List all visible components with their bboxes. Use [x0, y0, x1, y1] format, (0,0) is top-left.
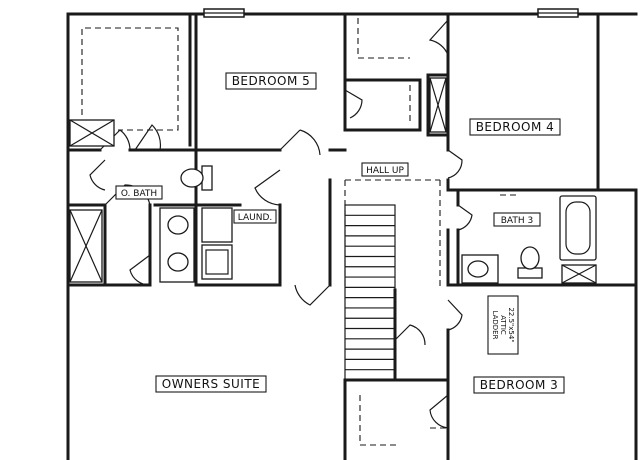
bath-3-label: BATH 3 [501, 216, 533, 226]
door-bedroom-3-closet [429, 394, 449, 429]
closet-door [344, 89, 363, 119]
sink [167, 215, 189, 235]
attic-ladder-size: 22.5"x54" [507, 307, 515, 342]
door-bedroom-5 [279, 129, 321, 156]
windows [203, 8, 579, 18]
owners-suite-label: OWNERS SUITE [162, 377, 261, 391]
attic-ladder-label: ATTIC [499, 315, 507, 335]
door-wc [89, 159, 106, 191]
bedroom-3-label: BEDROOM 3 [480, 378, 559, 392]
owners-bath-label: O. BATH [121, 189, 157, 199]
fixtures [69, 77, 597, 284]
door-owners-bath-b [134, 124, 162, 151]
door-linen [394, 324, 426, 346]
dryer [201, 207, 233, 243]
bath-3-label-box [493, 212, 541, 227]
bathtub [559, 195, 597, 261]
room-labels: BEDROOM 5 BEDROOM 4 BEDROOM 3 OWNERS SUI… [115, 72, 565, 394]
toilet-bowl [520, 246, 540, 270]
door-bedroom-4-closet [428, 19, 449, 56]
door-owners-bath-a [99, 129, 131, 151]
bedroom-5-label: BEDROOM 5 [232, 74, 311, 88]
sink [467, 260, 489, 278]
dashed-outlines [81, 18, 520, 446]
attic-ladder-type: LADDER [491, 311, 499, 340]
bedroom-5-label-box [225, 72, 317, 90]
door-owners-suite [294, 284, 331, 306]
bedroom-4-label-box [469, 118, 561, 136]
hall-label-box [361, 162, 409, 177]
laundry-label: LAUND. [238, 213, 273, 223]
washer [201, 244, 233, 280]
door-bath-3 [457, 204, 473, 231]
door-laundry [254, 169, 281, 206]
interior-walls [66, 12, 638, 460]
laundry-label-box [233, 209, 277, 224]
bedroom-3-label-box [473, 376, 565, 394]
toilet-bowl [180, 168, 204, 188]
door-bedroom-3 [447, 299, 463, 331]
hall-label: HALL UP [366, 166, 404, 176]
staircase [344, 204, 396, 381]
bedroom-4-label: BEDROOM 4 [476, 120, 555, 134]
door-bedroom-4 [447, 149, 463, 179]
owners-suite-label-box [155, 375, 267, 393]
sink [167, 252, 189, 272]
owners-bath-label-box [115, 185, 163, 200]
door-owners-suite-bath [129, 254, 151, 286]
attic-ladder-box [487, 295, 519, 355]
